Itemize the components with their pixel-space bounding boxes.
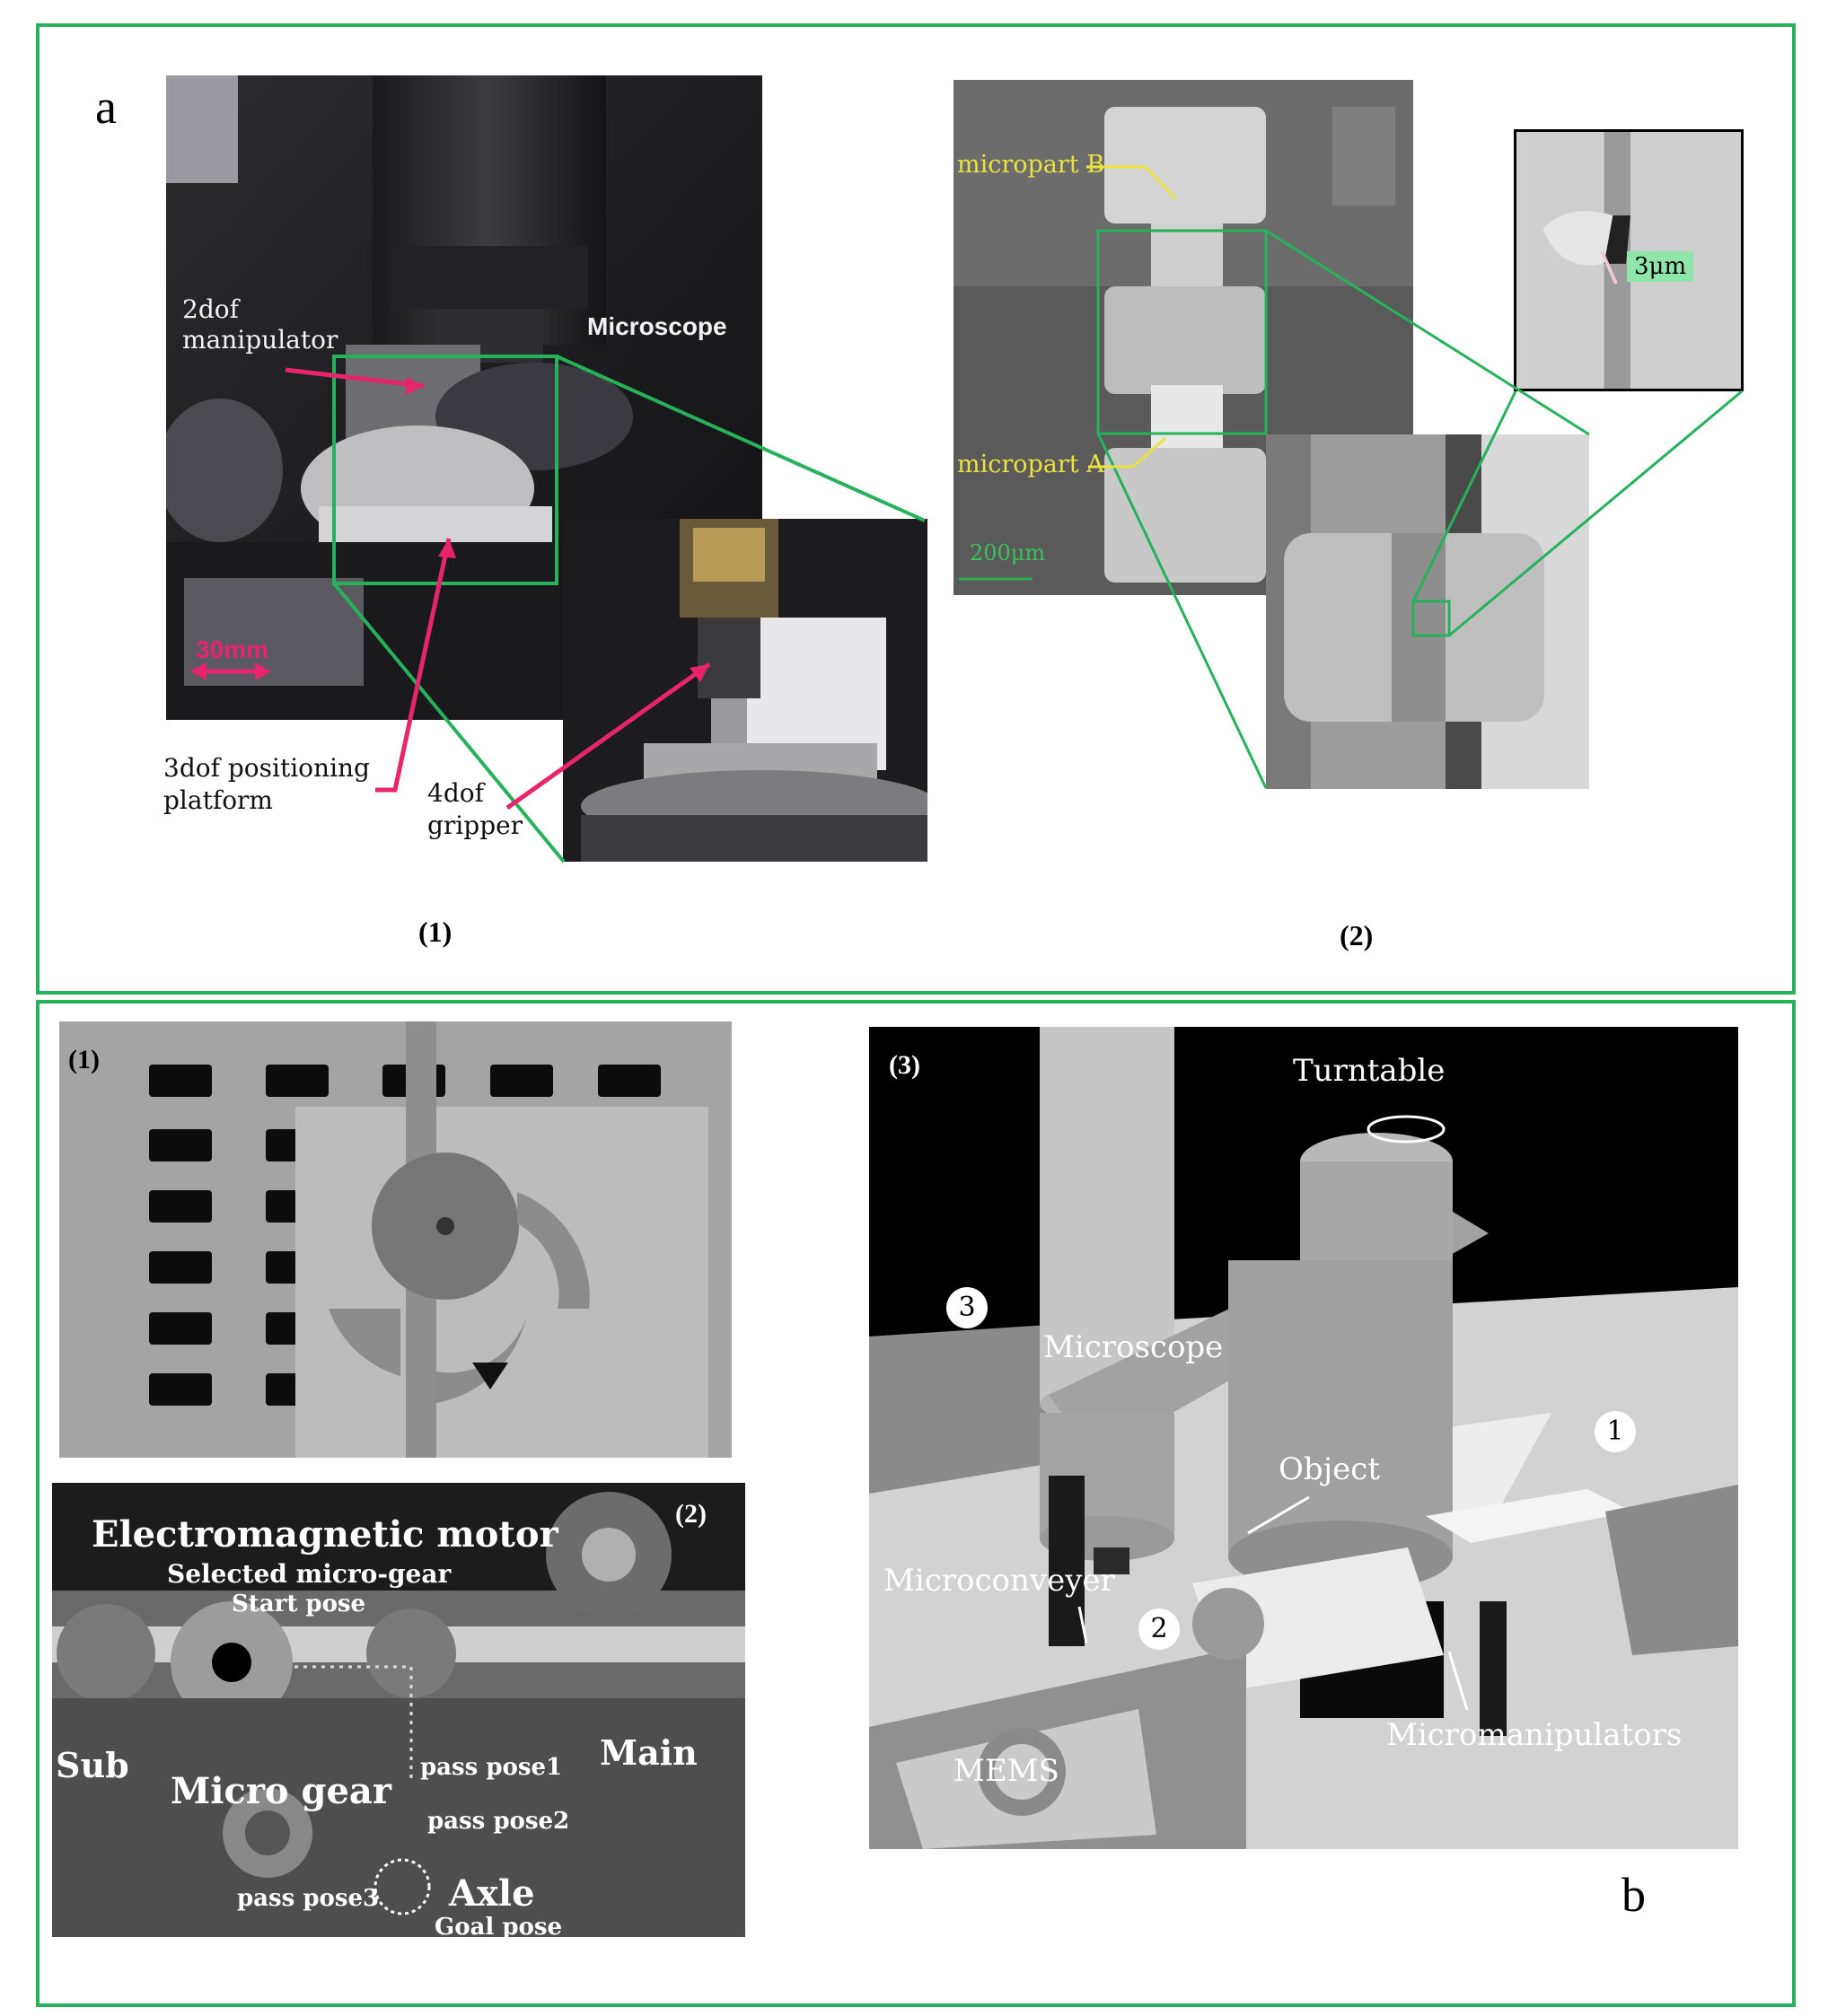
label-micromanipulators: Micromanipulators — [1386, 1717, 1683, 1753]
label-micropart-b: micropart B — [957, 151, 1105, 179]
label-microscope-render: Microscope — [1043, 1329, 1224, 1365]
image-electromagnetic-motor — [52, 1483, 745, 1937]
label-sub: Sub — [56, 1745, 129, 1785]
label-3dof-positioning-platform: 3dof positioning platform — [163, 753, 370, 816]
photo-gripper-inset — [563, 519, 927, 862]
label-scale-30mm: 30mm — [196, 635, 268, 663]
panel-a-frame — [36, 23, 1796, 995]
tag-b2: (2) — [675, 1499, 707, 1529]
caption-a1: (1) — [418, 916, 453, 948]
label-mems: MEMS — [954, 1753, 1059, 1789]
label-turntable: Turntable — [1293, 1053, 1446, 1089]
label-micro-gear: Micro gear — [171, 1770, 391, 1812]
label-2dof-manipulator: 2dof manipulator — [182, 294, 338, 355]
label-4dof-gripper: 4dof gripper — [427, 778, 523, 841]
tag-b1: (1) — [68, 1045, 100, 1074]
label-start-pose: Start pose — [232, 1591, 366, 1617]
number-badge-3-text: 3 — [958, 1292, 976, 1323]
label-main: Main — [600, 1732, 698, 1773]
label-axle: Axle — [449, 1872, 535, 1915]
sem-image-zoom — [1266, 434, 1589, 789]
number-badge-1-text: 1 — [1606, 1416, 1624, 1447]
label-pass-pose1: pass pose1 — [420, 1754, 563, 1781]
label-object: Object — [1279, 1451, 1381, 1487]
label-gap-3um: 3μm — [1627, 251, 1694, 282]
image-micro-gear-array — [59, 1021, 732, 1458]
label-pass-pose2: pass pose2 — [427, 1808, 570, 1835]
number-badge-1: 1 — [1595, 1411, 1636, 1452]
render-micro-assembly-cell — [869, 1027, 1738, 1849]
label-microconveyer: Microconveyer — [883, 1563, 1115, 1599]
number-badge-2-text: 2 — [1150, 1613, 1168, 1644]
caption-a2: (2) — [1340, 919, 1374, 951]
label-micropart-a: micropart A — [957, 451, 1104, 478]
panel-b-letter: b — [1621, 1868, 1646, 1922]
label-pass-pose3: pass pose3 — [237, 1885, 380, 1912]
number-badge-3: 3 — [946, 1287, 988, 1328]
label-goal-pose: Goal pose — [435, 1914, 563, 1941]
label-scale-200um: 200μm — [970, 540, 1046, 565]
label-microscope-photo: Microscope — [587, 312, 727, 340]
tag-b3: (3) — [889, 1050, 920, 1080]
label-electromagnetic-motor: Electromagnetic motor — [92, 1513, 558, 1556]
label-selected-micro-gear: Selected micro-gear — [167, 1559, 452, 1589]
number-badge-2: 2 — [1138, 1608, 1180, 1650]
panel-b-frame — [36, 1000, 1796, 2007]
panel-a-letter: a — [95, 80, 117, 134]
